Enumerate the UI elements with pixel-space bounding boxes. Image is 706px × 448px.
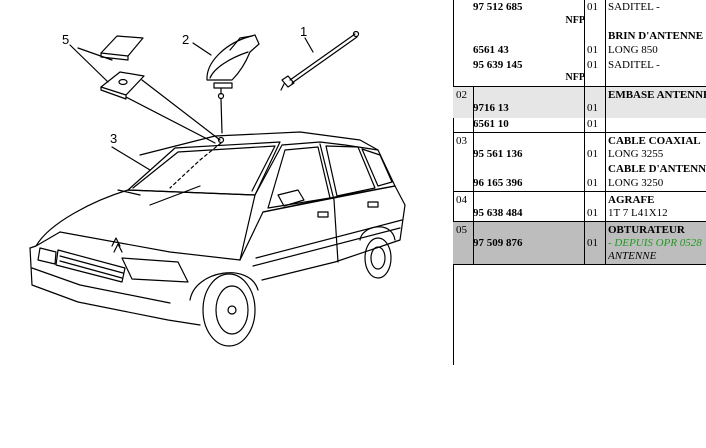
part-ref: 6561 10: [473, 118, 509, 130]
part-ref: 95 639 145: [473, 59, 523, 71]
column-divider: [473, 86, 474, 265]
column-divider: [584, 0, 585, 265]
car-body: [29, 131, 406, 347]
part-qty: 01: [587, 207, 598, 219]
part-ref: 6561 43: [473, 44, 509, 56]
antenna-mast-part: [280, 30, 360, 91]
part-desc: LONG 850: [608, 44, 658, 56]
table-row[interactable]: 9716 13 01: [453, 101, 706, 115]
part-ref: 96 165 396: [473, 177, 523, 189]
part-desc: ANTENNE: [608, 250, 657, 262]
table-row[interactable]: 95 639 145 01 SADITEL -: [453, 58, 706, 72]
table-row[interactable]: 6561 10 01: [453, 117, 706, 131]
table-row-selected[interactable]: 05 OBTURATEUR: [453, 223, 706, 237]
table-row[interactable]: 95 638 484 01 1T 7 L41X12: [453, 206, 706, 220]
part-desc: LONG 3250: [608, 177, 664, 189]
part-title: BRIN D'ANTENNE: [608, 30, 704, 42]
row-shade-02: [453, 86, 706, 118]
part-ref: 97 512 685: [473, 1, 523, 13]
row-divider: [453, 221, 706, 222]
parts-diagram: 1 2 3 5: [29, 24, 406, 347]
table-row: NFP: [453, 14, 706, 28]
part-ref: 9716 13: [473, 102, 509, 114]
item-number: 03: [456, 135, 467, 147]
item-number: 05: [456, 224, 467, 236]
row-divider: [453, 264, 706, 265]
table-row[interactable]: 6561 43 01 LONG 850: [453, 43, 706, 57]
part-qty: 01: [587, 237, 598, 249]
callout-2: 2: [182, 32, 189, 47]
callout-1: 1: [300, 24, 307, 39]
column-divider: [605, 0, 606, 265]
part-ref: 95 561 136: [473, 148, 523, 160]
part-qty: 01: [587, 44, 598, 56]
nfp-tag: NFP: [565, 72, 585, 83]
part-qty: 01: [587, 118, 598, 130]
table-row[interactable]: 96 165 396 01 LONG 3250: [453, 176, 706, 190]
part-title: AGRAFE: [608, 194, 655, 206]
table-row[interactable]: 95 561 136 01 LONG 3255: [453, 147, 706, 161]
nfp-tag: NFP: [565, 15, 585, 26]
part-title: OBTURATEUR: [608, 224, 685, 236]
row-divider: [453, 191, 706, 192]
callout-3: 3: [110, 131, 117, 146]
table-row: NFP: [453, 71, 706, 85]
part-qty: 01: [587, 177, 598, 189]
obturator-part: [69, 35, 145, 100]
part-ref: 95 638 484: [473, 207, 523, 219]
part-qty: 01: [587, 59, 598, 71]
row-divider: [453, 86, 706, 87]
leader-lines: [111, 79, 225, 171]
part-qty: 01: [587, 1, 598, 13]
part-desc: 1T 7 L41X12: [608, 207, 668, 219]
item-number: 02: [456, 89, 467, 101]
table-row[interactable]: 97 512 685 01 SADITEL -: [453, 0, 706, 14]
callout-5: 5: [62, 32, 69, 47]
table-row[interactable]: 03 CABLE COAXIAL: [453, 134, 706, 148]
car-antenna-illustration: 1 2 3 5: [29, 24, 406, 347]
row-shade-05-selected: [453, 222, 706, 264]
table-row[interactable]: 04 AGRAFE: [453, 193, 706, 207]
part-qty: 01: [587, 102, 598, 114]
part-qty: 01: [587, 148, 598, 160]
table-row: CABLE D'ANTENNE: [453, 162, 706, 176]
pane-divider: [453, 0, 454, 365]
table-row-selected[interactable]: 97 509 876 01 - DEPUIS OPR 0528: [453, 236, 706, 250]
parts-list: 97 512 685 01 SADITEL - NFP BRIN D'ANTEN…: [453, 0, 706, 448]
part-desc: SADITEL -: [608, 1, 660, 13]
table-row[interactable]: 02 EMBASE ANTENNE: [453, 88, 706, 102]
table-row-selected: ANTENNE: [453, 249, 706, 263]
row-divider: [453, 132, 706, 133]
part-title: EMBASE ANTENNE: [608, 89, 706, 101]
part-title: CABLE D'ANTENNE: [608, 163, 706, 175]
part-note-green: - DEPUIS OPR 0528: [608, 237, 702, 249]
part-desc: LONG 3255: [608, 148, 664, 160]
table-row: BRIN D'ANTENNE: [453, 29, 706, 43]
part-desc: SADITEL -: [608, 59, 660, 71]
part-ref: 97 509 876: [473, 237, 523, 249]
part-title: CABLE COAXIAL: [608, 135, 701, 147]
antenna-base-part: [192, 34, 260, 100]
item-number: 04: [456, 194, 467, 206]
